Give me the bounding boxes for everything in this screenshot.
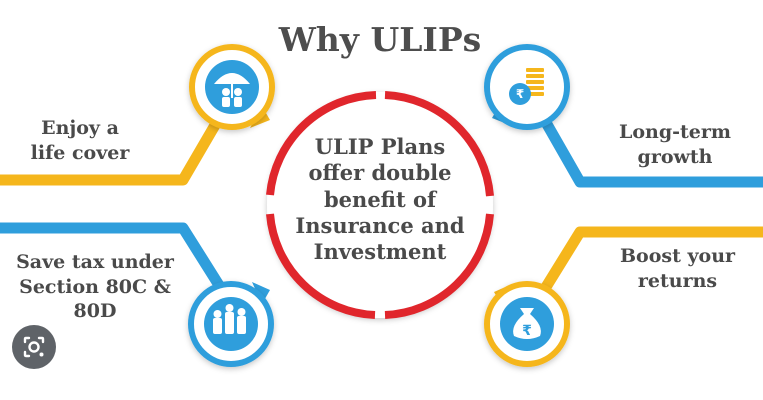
connector-tax-saving: [0, 222, 227, 293]
boost-returns-label: Boost your returns: [595, 244, 760, 293]
coin-stacks-icon: [213, 304, 246, 334]
tax-saving-badge: [188, 281, 274, 367]
long-term-growth-label-line: growth: [637, 145, 713, 168]
connector-boost-returns: [533, 226, 763, 303]
life-cover-label-line: life cover: [30, 141, 130, 164]
umbrella-family-icon: [214, 73, 250, 107]
life-cover-label-line: Enjoy a: [41, 117, 119, 139]
long-term-growth-badge: ₹: [484, 44, 570, 130]
connector-life-cover: [0, 105, 230, 186]
lens-search-icon: [23, 336, 45, 358]
life-cover-badge: [189, 44, 275, 130]
connector-long-term-growth: [535, 109, 763, 188]
center-line: benefit of: [324, 186, 436, 212]
boost-returns-badge: ₹: [484, 281, 570, 367]
center-statement: ULIP Plans offer double benefit of Insur…: [280, 134, 480, 265]
center-line: offer double: [308, 160, 452, 186]
tax-saving-label-line: Section 80C &: [19, 275, 171, 298]
lens-search-button[interactable]: [12, 325, 56, 369]
tax-saving-label-line: Save tax under: [16, 251, 174, 273]
life-cover-label: Enjoy a life cover: [10, 116, 150, 165]
center-circle: [266, 91, 494, 319]
diagram-title: Why ULIPs: [278, 20, 482, 59]
boost-returns-label-line: returns: [637, 269, 718, 292]
svg-text:₹: ₹: [522, 323, 532, 339]
rupee-coin-stack-icon: ₹: [509, 68, 544, 105]
rupee-money-bag-icon: ₹: [513, 308, 541, 339]
tax-saving-label-line: 80D: [73, 300, 117, 323]
center-line: ULIP Plans: [314, 134, 446, 159]
svg-text:₹: ₹: [516, 87, 524, 101]
center-line: Insurance and: [295, 212, 465, 238]
boost-returns-label-line: Boost your: [619, 245, 736, 267]
tax-saving-label: Save tax under Section 80C & 80D: [0, 250, 190, 324]
center-line: Investment: [313, 239, 447, 264]
long-term-growth-label: Long-term growth: [600, 120, 750, 169]
long-term-growth-label-line: Long-term: [619, 121, 731, 143]
